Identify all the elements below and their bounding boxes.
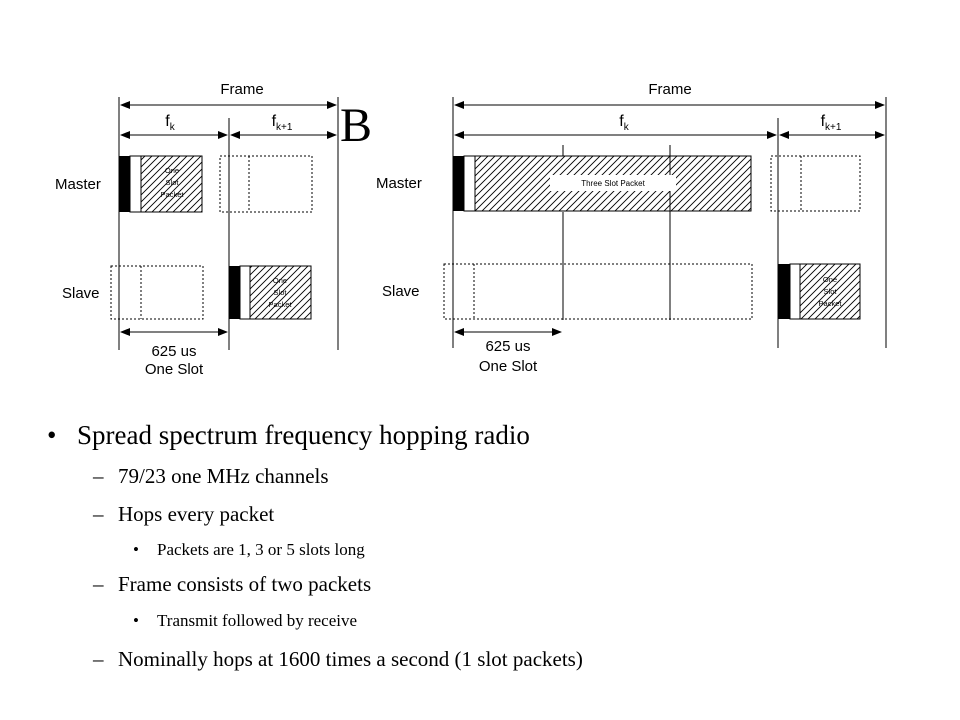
left-fk1-label: fk+1 — [272, 113, 293, 133]
left-slave-empty-slot — [110, 265, 204, 320]
right-master-empty-slot — [770, 155, 861, 212]
left-slave-packet-line-1: One — [273, 276, 287, 285]
left-master-packet-line-2: Slot — [166, 178, 180, 187]
right-master-label: Master — [376, 175, 422, 192]
left-master-header-block — [129, 155, 142, 213]
bullet-marker: – — [93, 502, 104, 526]
left-slave-payload — [249, 265, 312, 320]
right-slave-packet-text: One Slot Packet — [819, 275, 843, 308]
left-slave-packet-line-2: Slot — [274, 288, 288, 297]
bullet-text: Frame consists of two packets — [118, 572, 372, 596]
right-slave-sync-block — [778, 264, 790, 319]
left-labels: Frame fk fk+1 Master Slave One Slot Pack… — [55, 81, 293, 378]
slide-title-fragment: B — [340, 99, 373, 152]
right-labels: Frame fk fk+1 Master Slave Three Slot Pa… — [376, 81, 842, 375]
left-master-packet-line-1: One — [165, 166, 179, 175]
left-slave-sync-block — [229, 266, 240, 319]
bullet-text: Packets are 1, 3 or 5 slots long — [157, 540, 365, 559]
right-fk-label: fk — [619, 113, 629, 133]
bullet-marker: – — [93, 464, 104, 488]
bluetooth-timing-diagram: Frame fk fk+1 Master Slave One Slot Pack… — [55, 81, 887, 378]
right-fk1-label: fk+1 — [821, 113, 842, 133]
right-three-slot-packet-label: Three Slot Packet — [581, 179, 645, 188]
right-slave-packet-line-3: Packet — [819, 299, 843, 308]
left-slot-time-label: 625 us — [151, 343, 196, 360]
right-slave-empty-slot — [443, 263, 753, 320]
left-slave-label: Slave — [62, 285, 100, 302]
left-master-label: Master — [55, 176, 101, 193]
bullet-text: Hops every packet — [118, 502, 275, 526]
left-frame-label: Frame — [220, 81, 263, 98]
right-slave-packet-line-2: Slot — [824, 287, 838, 296]
right-master-header-block — [463, 155, 476, 212]
right-slot-caption: One Slot — [479, 358, 538, 375]
right-master-payload-label-bg — [550, 175, 676, 191]
right-slave-label: Slave — [382, 283, 420, 300]
right-diagram — [443, 97, 887, 348]
left-master-sync-block — [119, 156, 130, 212]
left-diagram — [110, 97, 339, 350]
left-slave-header-block — [239, 265, 251, 320]
right-master-sync-block — [453, 156, 464, 211]
left-slot-caption: One Slot — [145, 361, 204, 378]
bullet-marker: – — [93, 647, 104, 671]
bullet-text: Nominally hops at 1600 times a second (1… — [118, 647, 583, 671]
bullet-text: Spread spectrum frequency hopping radio — [77, 420, 530, 450]
left-master-payload — [140, 155, 203, 213]
left-master-packet-text: One Slot Packet — [161, 166, 185, 199]
right-slot-time-label: 625 us — [485, 338, 530, 355]
left-master-empty-slot — [219, 155, 313, 213]
left-fk-label: fk — [165, 113, 175, 133]
right-slave-packet-line-1: One — [823, 275, 837, 284]
bullet-text: Transmit followed by receive — [157, 611, 358, 630]
left-slave-packet-line-3: Packet — [269, 300, 293, 309]
right-slave-payload — [799, 263, 861, 320]
bullet-text: 79/23 one MHz channels — [118, 464, 329, 488]
right-frame-label: Frame — [648, 81, 691, 98]
right-slave-header-block — [789, 263, 801, 320]
bullet-marker: • — [133, 611, 139, 630]
bullet-marker: – — [93, 572, 104, 596]
left-slave-packet-text: One Slot Packet — [269, 276, 293, 309]
bullet-marker: • — [133, 540, 139, 559]
left-master-packet-line-3: Packet — [161, 190, 185, 199]
bullet-marker: • — [47, 420, 57, 450]
